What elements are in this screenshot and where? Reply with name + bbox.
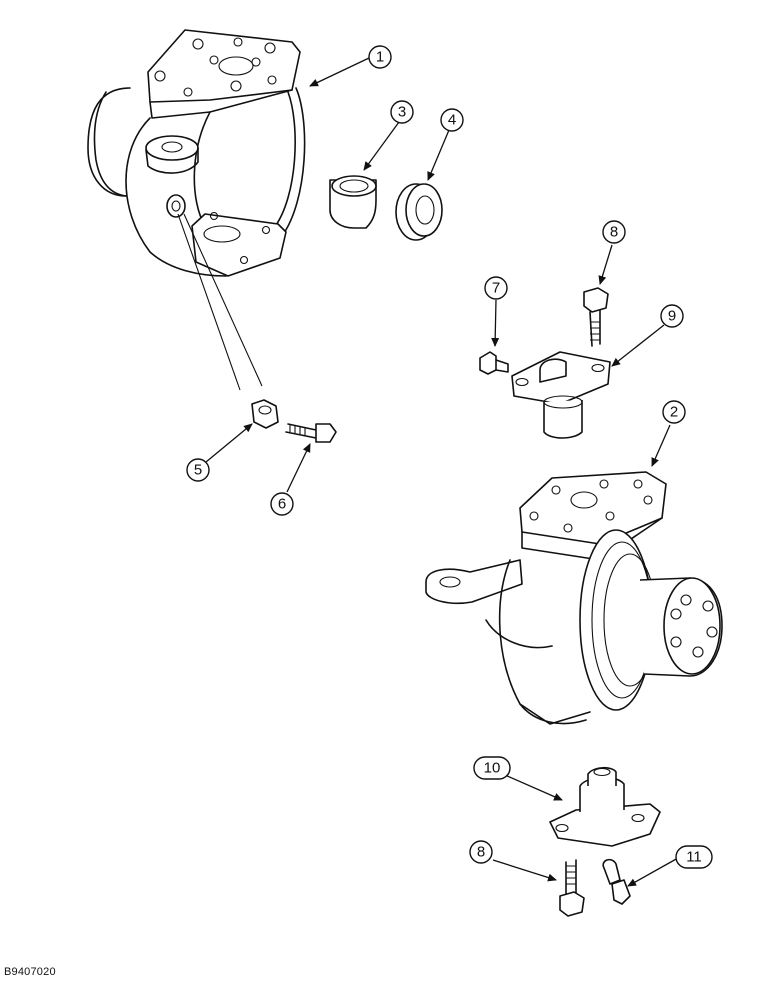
svg-text:9: 9: [668, 308, 676, 325]
svg-text:1: 1: [376, 49, 384, 66]
pivot-cap-part-9: [511, 351, 611, 439]
nut-part-5: [251, 399, 279, 429]
axle-housing-part-1: [87, 29, 306, 391]
svg-text:2: 2: [670, 404, 678, 421]
callout-8-upper: 8: [602, 220, 626, 244]
svg-text:5: 5: [194, 462, 202, 479]
callout-6: 6: [270, 492, 294, 516]
capscrew-part-8-upper: [583, 287, 609, 347]
svg-text:7: 7: [492, 280, 500, 297]
callout-10: 10: [473, 756, 511, 780]
bushing-part-3: [329, 175, 377, 229]
svg-text:8: 8: [477, 844, 485, 861]
callout-1: 1: [368, 45, 392, 69]
callout-8-lower: 8: [469, 840, 493, 864]
leader-lines: [205, 57, 679, 887]
grease-fitting-part-11: [602, 858, 631, 905]
svg-text:3: 3: [398, 104, 406, 121]
seal-part-4: [395, 183, 443, 241]
callout-3: 3: [390, 100, 414, 124]
pivot-cap-part-10: [549, 766, 661, 847]
callout-9: 9: [660, 304, 684, 328]
svg-text:6: 6: [278, 496, 286, 513]
figure-reference-code: B9407020: [4, 966, 56, 978]
capscrew-part-8-lower: [559, 859, 585, 917]
callout-7: 7: [484, 276, 508, 300]
svg-text:8: 8: [610, 224, 618, 241]
callout-11: 11: [675, 845, 713, 869]
svg-text:10: 10: [484, 760, 501, 777]
grease-fitting-part-7: [479, 351, 509, 375]
svg-text:4: 4: [448, 112, 456, 129]
callout-4: 4: [440, 108, 464, 132]
svg-text:11: 11: [686, 849, 702, 866]
steering-knuckle-part-2: [425, 471, 723, 725]
callout-5: 5: [186, 458, 210, 482]
callout-2: 2: [662, 400, 686, 424]
bolt-part-6: [285, 423, 337, 443]
